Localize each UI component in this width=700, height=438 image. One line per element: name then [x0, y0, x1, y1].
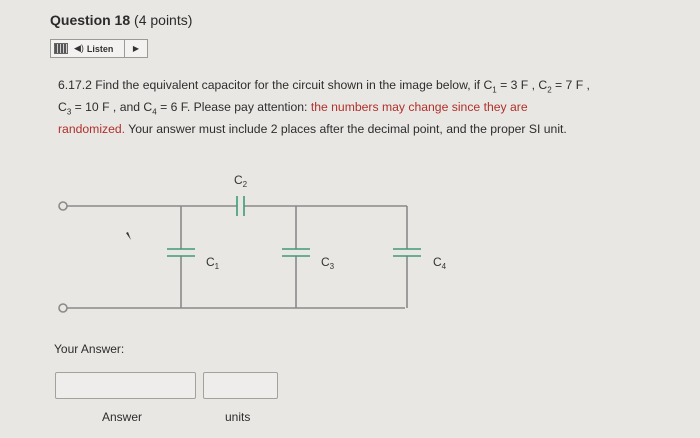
label-c4: C4 — [433, 255, 447, 271]
answer-input[interactable] — [55, 372, 196, 399]
label-c3: C3 — [321, 255, 335, 271]
randomized-warning: the numbers may change since they are ra… — [58, 99, 528, 136]
readspeaker-icon — [54, 43, 68, 54]
question-prompt: 6.17.2 Find the equivalent capacitor for… — [58, 78, 590, 136]
cursor-icon — [126, 232, 131, 240]
units-input[interactable] — [203, 372, 278, 399]
capacitor-c2 — [236, 196, 245, 216]
units-input-label: units — [225, 410, 251, 424]
label-c1: C1 — [206, 255, 220, 271]
speaker-icon: ◀) — [74, 43, 84, 53]
capacitor-c1 — [167, 248, 195, 257]
capacitor-c4 — [393, 248, 421, 257]
answer-input-label: Answer — [102, 410, 143, 424]
label-c2: C2 — [234, 173, 248, 189]
listen-button-label: Listen — [86, 43, 114, 54]
question-points: (4 points) — [134, 12, 193, 28]
your-answer-heading: Your Answer: — [54, 342, 125, 356]
question-number: Question 18 — [50, 12, 131, 28]
question-title: Question 18 (4 points) — [50, 12, 192, 28]
capacitor-c3 — [282, 248, 310, 257]
terminal-bottom — [58, 303, 68, 313]
terminal-top — [58, 201, 68, 211]
listen-bar[interactable]: ◀) Listen ▶ — [50, 39, 148, 58]
play-icon[interactable]: ▶ — [124, 40, 147, 57]
